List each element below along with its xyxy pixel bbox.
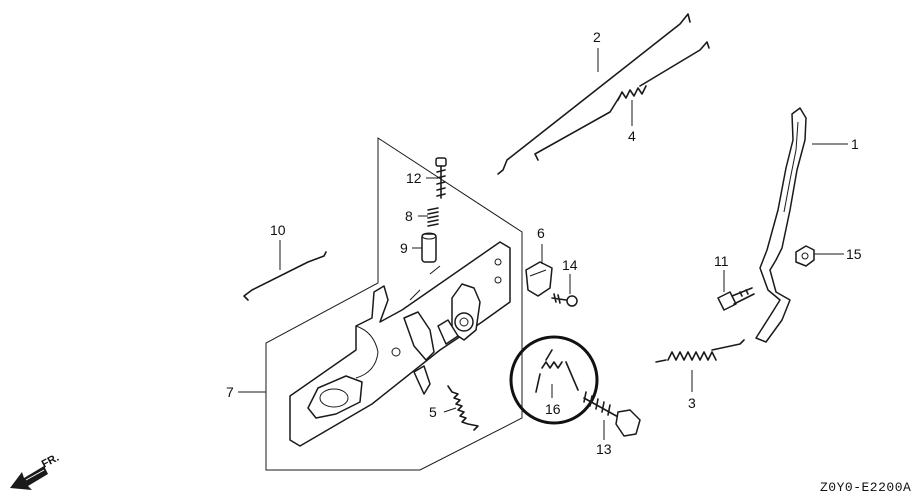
- diagram-code: Z0Y0-E2200A: [820, 480, 911, 495]
- callout-16: 16: [545, 401, 561, 417]
- part-4-spring-rod: [534, 41, 710, 161]
- callout-7: 7: [226, 384, 234, 400]
- part-12-screw: [435, 157, 447, 199]
- assembly-outline: [265, 137, 523, 471]
- callout-6: 6: [537, 225, 545, 241]
- callout-13: 13: [596, 441, 612, 457]
- part-10-rod: [243, 251, 327, 301]
- part-6-clip: [525, 261, 553, 297]
- callout-14: 14: [562, 257, 578, 273]
- part-7-control-base: [289, 241, 511, 447]
- front-direction-label: FR.: [40, 452, 61, 471]
- part-11-bolt: [717, 287, 755, 311]
- part-16-highlight: [509, 335, 599, 425]
- part-1-slot: [783, 121, 799, 213]
- part-14-screw: [551, 293, 578, 307]
- part-8-spring: [427, 207, 439, 227]
- callout-5: 5: [429, 404, 437, 420]
- callout-11: 11: [714, 253, 729, 269]
- callout-9: 9: [400, 240, 408, 256]
- part-1-control-lever: [755, 107, 807, 343]
- part-5-spring: [447, 385, 479, 431]
- part-7-levers: [403, 283, 481, 395]
- part-9-collar: [421, 232, 437, 263]
- callout-12: 12: [406, 170, 422, 186]
- part-13-bolt: [583, 391, 641, 437]
- part-3-spring: [655, 339, 745, 363]
- callout-10: 10: [270, 222, 286, 238]
- callout-15: 15: [846, 246, 862, 262]
- callout-1: 1: [851, 136, 859, 152]
- leader-5: [443, 407, 457, 413]
- callout-4: 4: [628, 128, 636, 144]
- callout-3: 3: [688, 395, 696, 411]
- front-direction-arrow-icon: [10, 466, 48, 490]
- callout-8: 8: [405, 208, 413, 224]
- part-15-flange-nut: [795, 245, 815, 267]
- callout-2: 2: [593, 29, 601, 45]
- part-2-governor-rod: [497, 13, 691, 175]
